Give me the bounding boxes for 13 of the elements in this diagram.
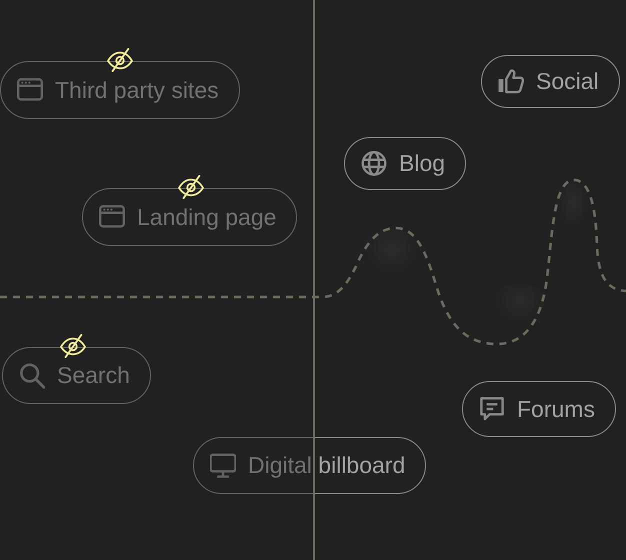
tag-label: Social [536,68,599,95]
channel-tag [2,347,151,404]
tag-label: Third party sites [55,76,219,104]
channel-tag [462,381,616,437]
channel-tag [481,55,620,108]
tag-label: Digital billboard [248,452,406,479]
tag-label: Landing page [137,204,276,230]
tag-label: Search [57,362,130,389]
tag-label: Forums [517,396,595,422]
channel-tag [82,188,298,246]
channel-tag [344,137,466,190]
channel-tag [0,61,240,119]
tag-label: Blog [399,150,446,177]
